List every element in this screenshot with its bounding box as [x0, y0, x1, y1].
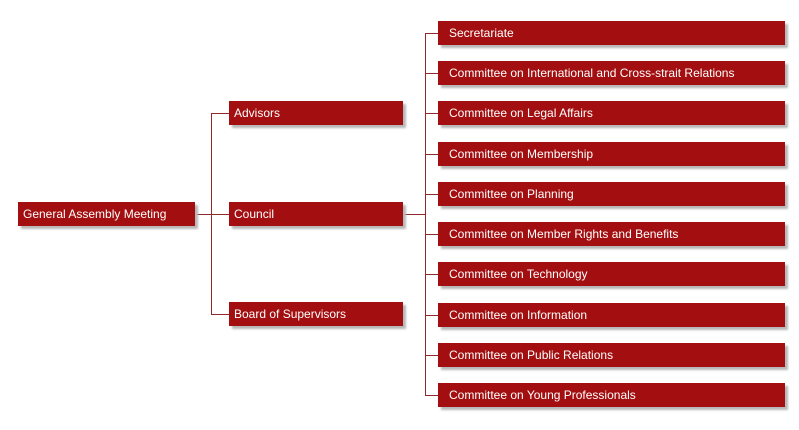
connector-to-advisors [211, 113, 229, 114]
connector-to-committee-international [425, 73, 438, 74]
node-general-assembly-meeting: General Assembly Meeting [18, 202, 195, 226]
node-advisors: Advisors [229, 101, 403, 125]
node-committee-young-professionals: Committee on Young Professionals [438, 383, 785, 407]
connector-to-committee-public-relations [425, 355, 438, 356]
node-committee-membership: Committee on Membership [438, 142, 785, 166]
connector-level2-trunk [425, 33, 426, 396]
node-board-of-supervisors: Board of Supervisors [229, 302, 403, 326]
node-committee-legal-affairs: Committee on Legal Affairs [438, 101, 785, 125]
connector-council-to-trunk [404, 214, 426, 215]
node-council: Council [229, 202, 403, 226]
node-committee-member-rights-benefits: Committee on Member Rights and Benefits [438, 222, 785, 246]
node-committee-public-relations: Committee on Public Relations [438, 343, 785, 367]
node-committee-technology: Committee on Technology [438, 262, 785, 286]
connector-to-committee-young-professionals [425, 395, 438, 396]
node-secretariate: Secretariate [438, 21, 785, 45]
connector-to-committee-information [425, 315, 438, 316]
node-committee-international-cross-strait: Committee on International and Cross-str… [438, 61, 785, 85]
connector-root-to-trunk [196, 214, 212, 215]
connector-to-board-of-supervisors [211, 314, 229, 315]
connector-to-council [211, 214, 229, 215]
connector-to-committee-technology [425, 274, 438, 275]
connector-to-committee-membership [425, 154, 438, 155]
node-committee-planning: Committee on Planning [438, 182, 785, 206]
connector-to-committee-legal-affairs [425, 113, 438, 114]
node-committee-information: Committee on Information [438, 303, 785, 327]
connector-to-committee-member-rights [425, 234, 438, 235]
connector-to-secretariate [425, 33, 438, 34]
connector-to-committee-planning [425, 194, 438, 195]
